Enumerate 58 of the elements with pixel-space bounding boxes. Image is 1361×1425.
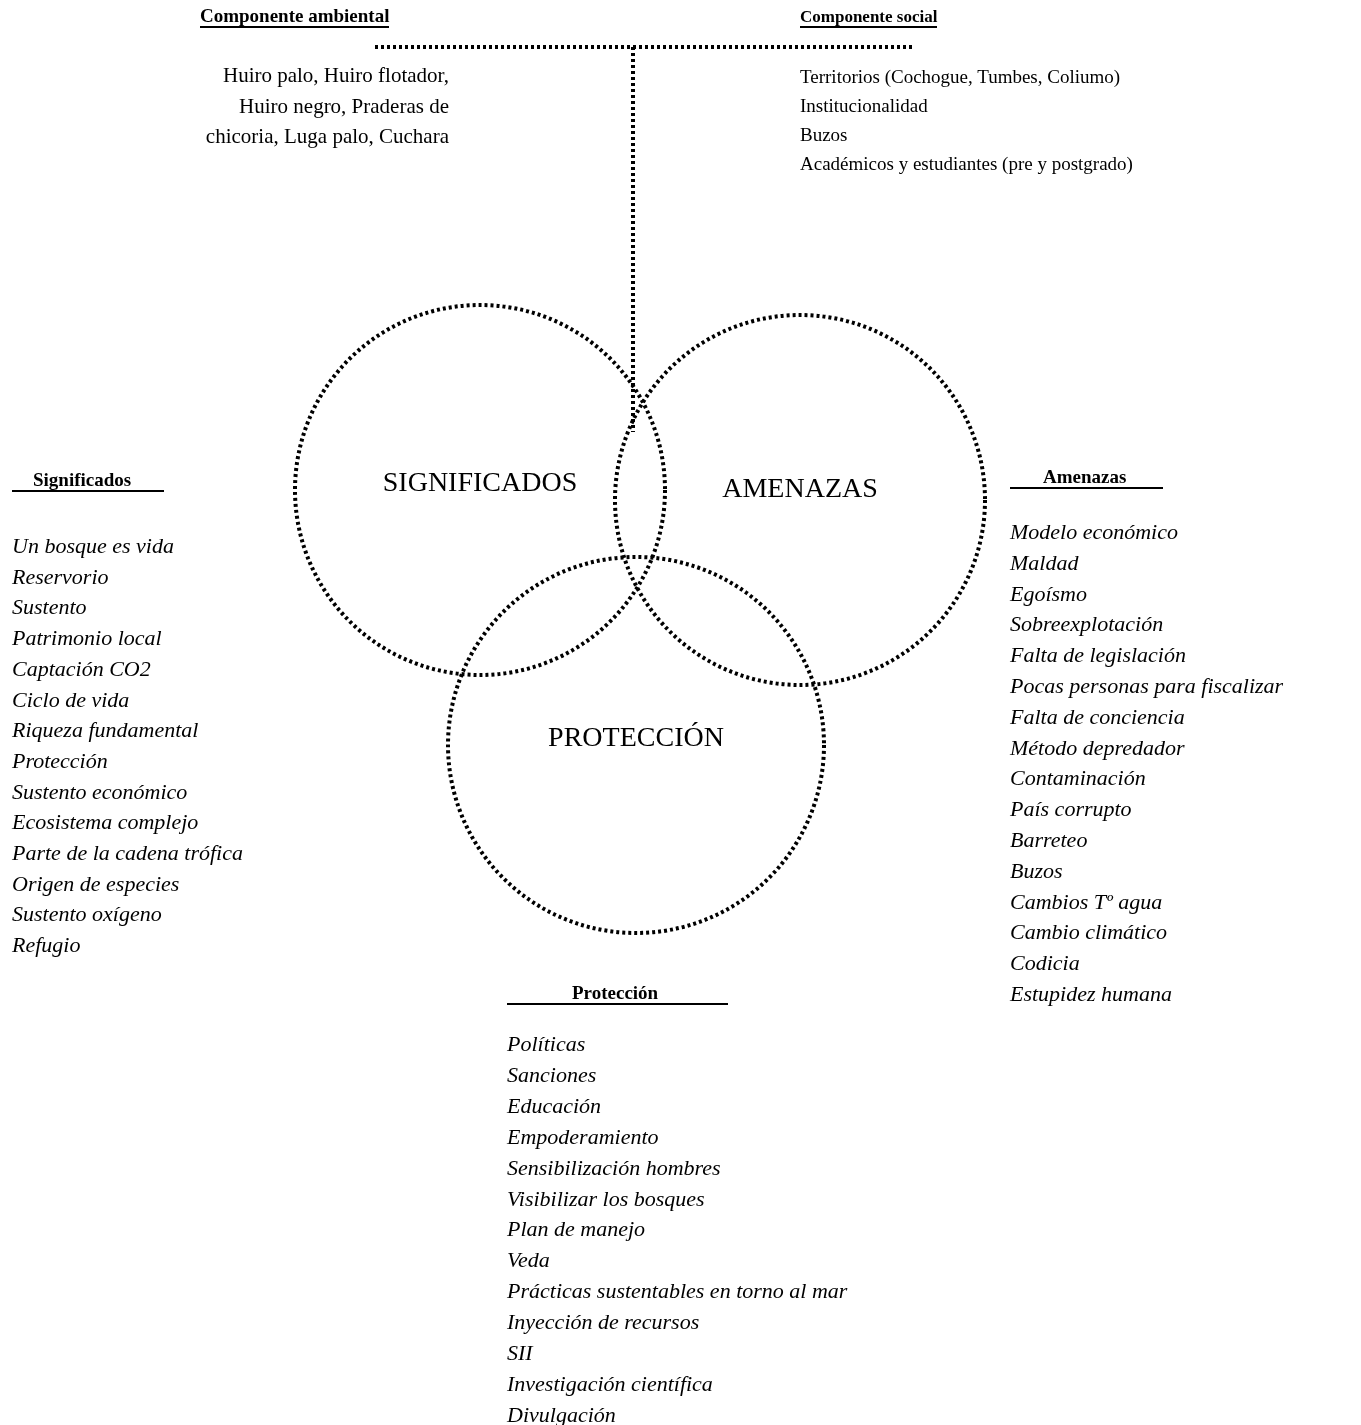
list-item: Riqueza fundamental (12, 716, 200, 745)
circle-label: PROTECCIÓN (548, 721, 724, 753)
list-item: SII (507, 1339, 533, 1367)
list-item: Sobreexplotación (1010, 610, 1164, 639)
list-item: Origen de especies (12, 869, 181, 898)
circle-label: AMENAZAS (722, 472, 878, 504)
list-item: Investigación científica (507, 1369, 713, 1398)
list-item: Contaminación (1010, 764, 1146, 793)
venn-circle (446, 555, 826, 935)
list-item: Barreteo (1010, 826, 1088, 854)
circle-label: SIGNIFICADOS (382, 466, 578, 498)
list-item: Refugio (12, 931, 82, 960)
list-item: Sustento (12, 593, 88, 622)
list-item: Sanciones (507, 1060, 597, 1089)
section-heading: Protección (507, 983, 729, 1005)
list-item: Estupidez humana (1010, 980, 1172, 1008)
list-item: Académicos y estudiantes (pre y postgrado) (800, 152, 1133, 176)
list-item: Visibilizar los bosques (507, 1184, 705, 1213)
list-item: Sustento oxígeno (12, 900, 163, 929)
list-item: Prácticas sustentables en torno al mar (507, 1277, 848, 1306)
section-heading: Componente social (800, 8, 938, 28)
list-item: Institucionalidad (800, 94, 928, 118)
list-item: Reservorio (12, 562, 110, 591)
species-list-text: Huiro palo, Huiro flotador, Huiro negro, Praderas de chicoria, Luga palo, Cuchara (204, 62, 449, 150)
list-item: Un bosque es vida (12, 532, 175, 560)
list-item: Empoderamiento (507, 1122, 659, 1151)
list-item: Pocas personas para fiscalizar (1010, 672, 1284, 700)
list-item: Buzos (1010, 856, 1063, 885)
list-item: País corrupto (1010, 795, 1132, 824)
list-item: Captación CO2 (12, 654, 152, 683)
list-item: Buzos (800, 123, 848, 147)
list-item: Cambios Tº agua (1010, 887, 1163, 916)
list-item: Ecosistema complejo (12, 808, 200, 837)
list-item: Ciclo de vida (12, 685, 131, 714)
list-item: Modelo económico (1010, 518, 1178, 546)
section-heading: Amenazas (1010, 467, 1164, 489)
list-item: Codicia (1010, 949, 1080, 978)
list-item: Maldad (1010, 548, 1079, 577)
list-item: Plan de manejo (507, 1215, 646, 1244)
list-item: Cambio climático (1010, 918, 1168, 947)
list-item: Políticas (507, 1030, 586, 1058)
list-item: Parte de la cadena trófica (12, 839, 244, 867)
list-item: Protección (12, 746, 109, 775)
list-item: Método depredador (1010, 733, 1185, 762)
list-item: Egoísmo (1010, 579, 1087, 608)
list-item: Educación (507, 1091, 602, 1120)
list-item: Falta de conciencia (1010, 702, 1185, 731)
list-item: Veda (507, 1246, 550, 1275)
list-item: Sustento económico (12, 777, 189, 806)
section-heading: Significados (12, 470, 165, 492)
list-item: Territorios (Cochogue, Tumbes, Coliumo) (800, 65, 1121, 89)
list-item: Sensibilización hombres (507, 1153, 721, 1182)
venn-circle (293, 303, 667, 677)
list-item: Falta de legislación (1010, 641, 1186, 670)
list-item: Inyección de recursos (507, 1308, 700, 1337)
venn-circle (613, 313, 987, 687)
list-item: Patrimonio local (12, 624, 163, 653)
section-heading: Componente ambiental (200, 6, 390, 28)
